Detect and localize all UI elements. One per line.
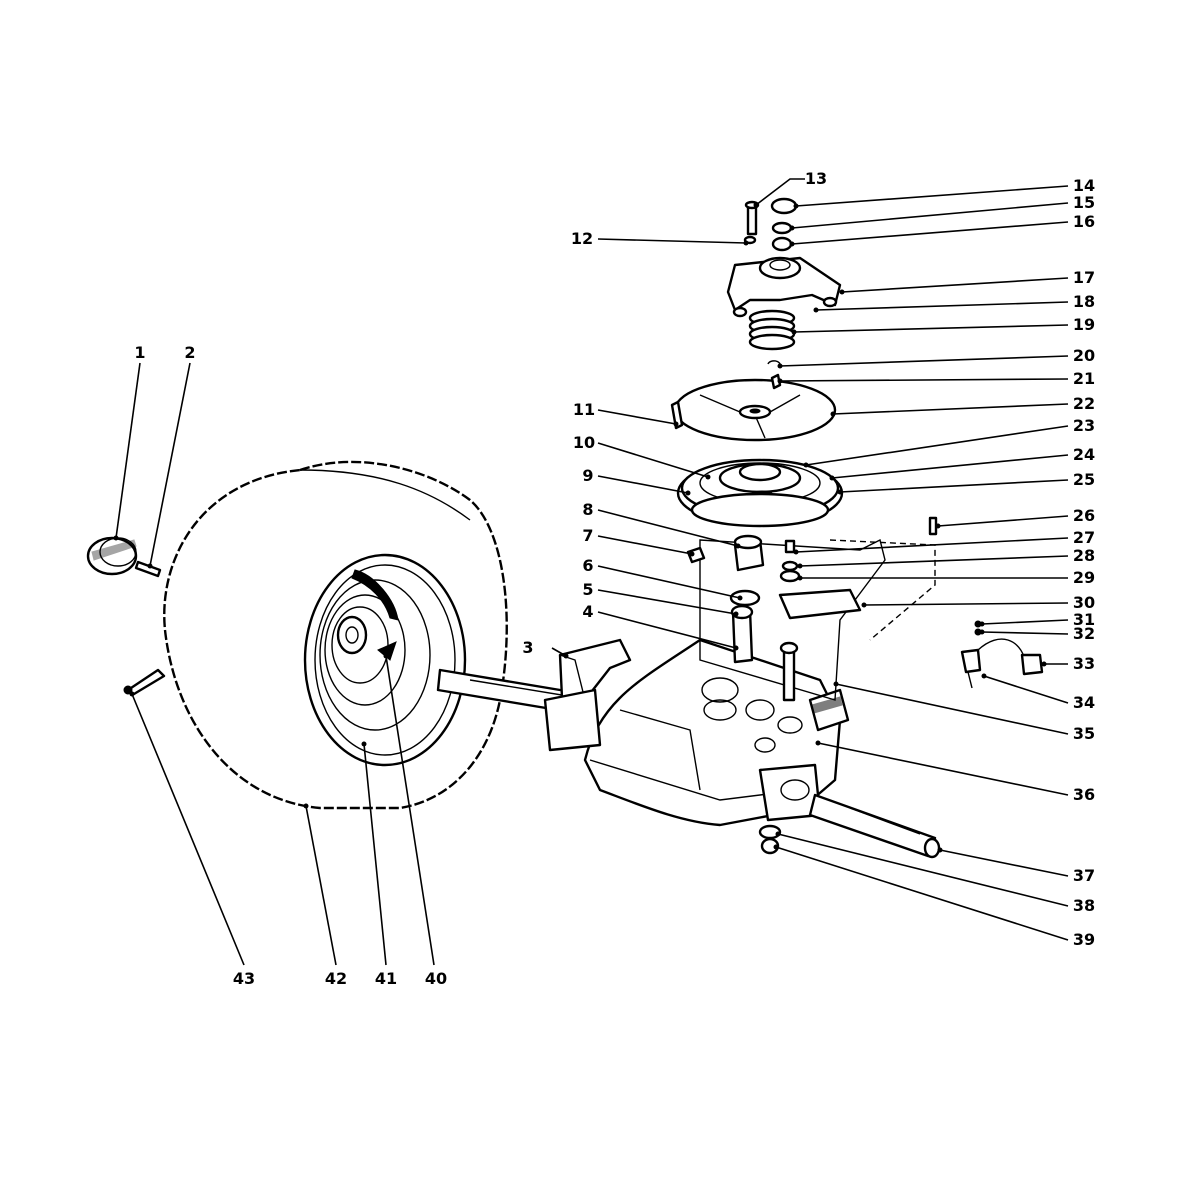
- label-2: 2: [184, 343, 195, 362]
- label-18: 18: [1073, 292, 1095, 311]
- label-33: 33: [1073, 654, 1095, 673]
- label-29: 29: [1073, 568, 1095, 587]
- bolt: [779, 641, 799, 702]
- label-27: 27: [1073, 528, 1095, 547]
- label-16: 16: [1073, 212, 1095, 231]
- part-number-labels: 1 2 3 4 5 6 7 8 9 10 11 12 13 14 15 16 1…: [134, 169, 1095, 988]
- right-axle: [808, 793, 941, 859]
- clutch-plate: [673, 378, 837, 442]
- label-35: 35: [1073, 724, 1095, 743]
- label-19: 19: [1073, 315, 1095, 334]
- label-31: 31: [1073, 610, 1095, 629]
- label-40: 40: [425, 969, 447, 988]
- spring: [748, 309, 796, 351]
- safety-switch: [960, 620, 1044, 689]
- label-7: 7: [582, 526, 593, 545]
- yoke-bracket: [726, 256, 842, 318]
- label-10: 10: [573, 433, 595, 452]
- label-11: 11: [573, 400, 595, 419]
- roll-pin: [670, 400, 684, 430]
- label-17: 17: [1073, 268, 1095, 287]
- label-28: 28: [1073, 546, 1095, 565]
- washer-nut: [758, 824, 782, 855]
- frame-panel: [699, 538, 936, 701]
- cap-screw: [743, 200, 760, 245]
- label-12: 12: [571, 229, 593, 248]
- label-14: 14: [1073, 176, 1095, 195]
- label-38: 38: [1073, 896, 1095, 915]
- label-24: 24: [1073, 445, 1095, 464]
- label-39: 39: [1073, 930, 1095, 949]
- label-30: 30: [1073, 593, 1095, 612]
- drive-pulley: [676, 458, 844, 528]
- label-1: 1: [134, 343, 145, 362]
- callout-leaders: [113, 178, 1069, 966]
- label-25: 25: [1073, 470, 1095, 489]
- label-3: 3: [522, 638, 533, 657]
- label-22: 22: [1073, 394, 1095, 413]
- label-13: 13: [805, 169, 827, 188]
- wheel-stud: [134, 560, 162, 578]
- wheel-cap: [86, 536, 138, 576]
- label-41: 41: [375, 969, 397, 988]
- label-42: 42: [325, 969, 347, 988]
- label-4: 4: [582, 602, 593, 621]
- input-shaft: [729, 589, 761, 664]
- small-hardware: [779, 516, 938, 583]
- label-37: 37: [1073, 866, 1095, 885]
- label-6: 6: [582, 556, 593, 575]
- label-34: 34: [1073, 693, 1095, 712]
- label-23: 23: [1073, 416, 1095, 435]
- rear-wheel-tire: [163, 460, 508, 810]
- label-26: 26: [1073, 506, 1095, 525]
- collar: [733, 534, 765, 572]
- label-21: 21: [1073, 369, 1095, 388]
- transaxle-housing: [543, 638, 850, 827]
- label-36: 36: [1073, 785, 1095, 804]
- label-9: 9: [582, 466, 593, 485]
- label-5: 5: [582, 580, 593, 599]
- label-15: 15: [1073, 193, 1095, 212]
- label-32: 32: [1073, 624, 1095, 643]
- label-8: 8: [582, 500, 593, 519]
- valve-stem: [123, 668, 166, 696]
- label-20: 20: [1073, 346, 1095, 365]
- wheel-hub: [336, 615, 397, 661]
- label-43: 43: [233, 969, 255, 988]
